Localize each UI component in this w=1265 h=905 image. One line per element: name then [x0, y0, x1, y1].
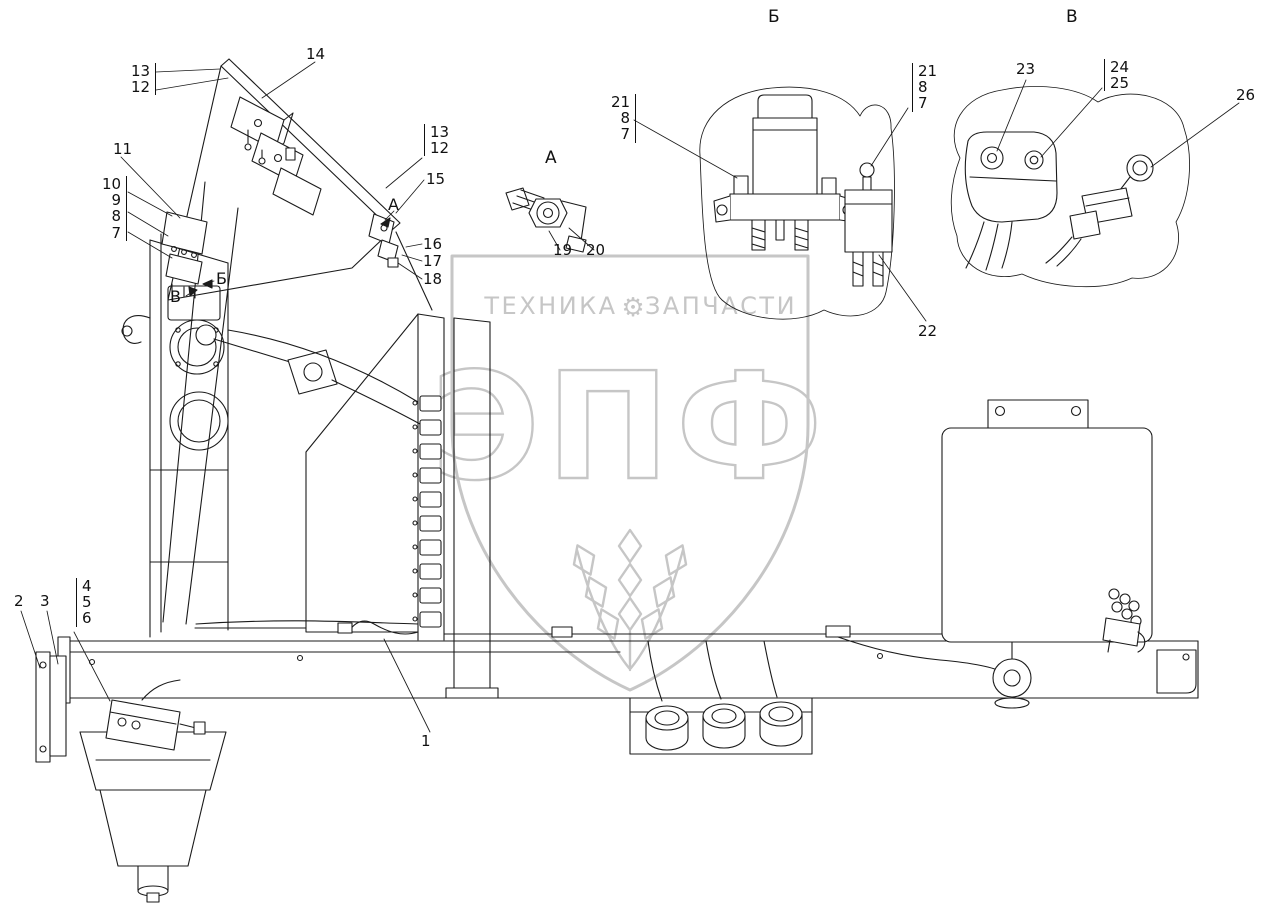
small-relay	[844, 162, 893, 287]
shield-outline-icon	[450, 254, 810, 692]
detail-view-v	[950, 86, 1190, 288]
disconnect-switch	[105, 679, 206, 751]
front-bracket	[35, 651, 67, 763]
watermark: ТЕХНИКА ⚙ ЗАПЧАСТИ ЭПФ	[430, 254, 828, 692]
view-v-arrow-icon	[188, 286, 198, 297]
watermark-brand-left: ТЕХНИКА	[483, 292, 617, 320]
detail-view-b	[699, 86, 895, 320]
fuel-tank	[941, 399, 1153, 643]
harness-channel	[305, 313, 445, 641]
detail-view-a	[505, 187, 587, 253]
starter-relay	[713, 94, 857, 251]
gear-icon: ⚙	[621, 293, 644, 323]
connector-cluster	[1102, 588, 1146, 653]
relay-block	[161, 211, 208, 299]
view-arrows	[185, 210, 395, 297]
instrument-boxes	[230, 96, 322, 216]
leader-lines	[20, 61, 1240, 733]
watermark-brand-right: ЗАПЧАСТИ	[645, 292, 797, 320]
wheat-icon	[572, 528, 688, 672]
steering-gear	[195, 324, 421, 425]
view-a-arrow-icon	[380, 217, 391, 228]
engine-tower	[121, 233, 229, 638]
socket-connector	[1045, 154, 1154, 267]
horn	[992, 640, 1032, 709]
battery-box	[629, 697, 813, 755]
front-weight	[79, 731, 227, 903]
support-column	[445, 317, 499, 699]
view-b-arrow-icon	[202, 279, 213, 289]
watermark-logo: ЭПФ	[431, 341, 828, 513]
headlamp-plug	[964, 131, 1058, 271]
machine-drawing	[20, 58, 1240, 903]
